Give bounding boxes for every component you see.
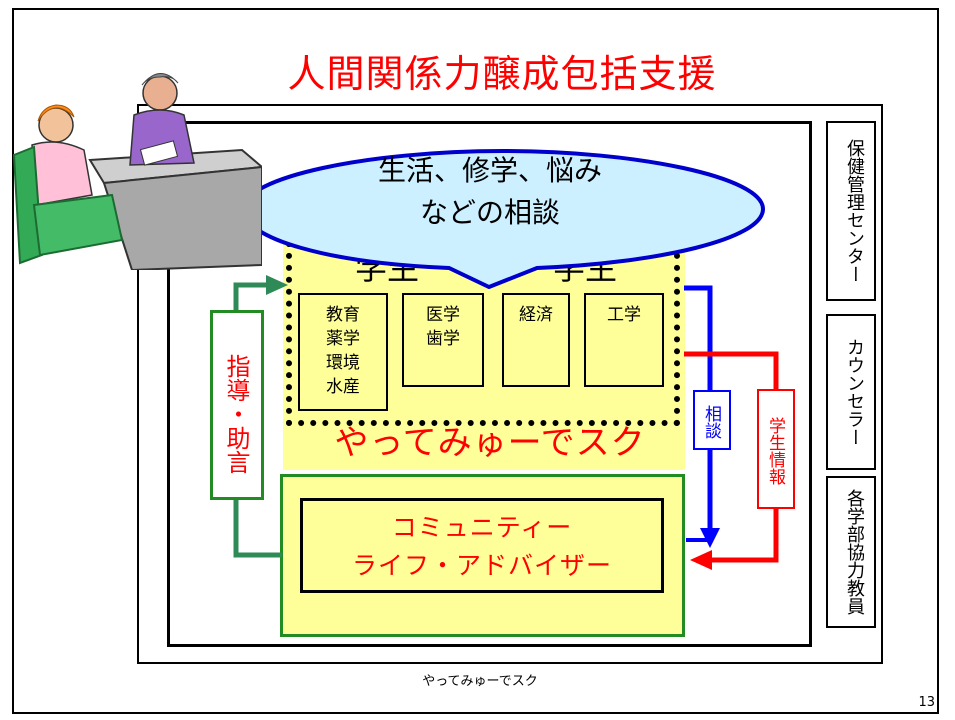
consultation-bubble — [240, 148, 766, 289]
consultation-text: 生活、修学、悩み などの相談 — [290, 150, 690, 234]
slide-border — [12, 8, 939, 714]
consultation-line1: 生活、修学、悩み — [377, 154, 602, 187]
slide-title: 人間関係力醸成包括支援 — [287, 52, 717, 96]
student-info-label: 学生情報 — [757, 389, 795, 509]
inner-support-frame — [167, 121, 812, 647]
health-center-box: 保健管理センター — [826, 121, 876, 301]
dept-box-education: 教育 薬学 環境 水産 — [298, 293, 388, 411]
counseling-illustration — [12, 73, 262, 270]
student-body-icon — [31, 141, 93, 206]
dept-box-economics: 経済 — [502, 293, 570, 387]
counselor-head-icon — [142, 75, 178, 111]
page-number: 13 — [918, 695, 935, 710]
program-name: やってみゅーでスク — [334, 423, 646, 463]
dept-box-medicine: 医学 歯学 — [402, 293, 484, 387]
community-advisor-line2: ライフ・アドバイザー — [351, 551, 612, 580]
slide-caption: やってみゅーでスク — [422, 674, 538, 689]
community-advisor-line1: コミュニティー — [391, 513, 573, 542]
dept-box-engineering: 工学 — [584, 293, 664, 387]
community-advisor-box: コミュニティー ライフ・アドバイザー — [300, 498, 664, 593]
counselor-box: カウンセラー — [826, 314, 876, 470]
consultation-line2: などの相談 — [419, 196, 560, 229]
guidance-label: 指導・助言 — [210, 310, 264, 500]
faculty-box: 各学部協力教員 — [826, 476, 876, 628]
document-icon — [139, 140, 179, 166]
consult-label: 相談 — [693, 390, 731, 450]
